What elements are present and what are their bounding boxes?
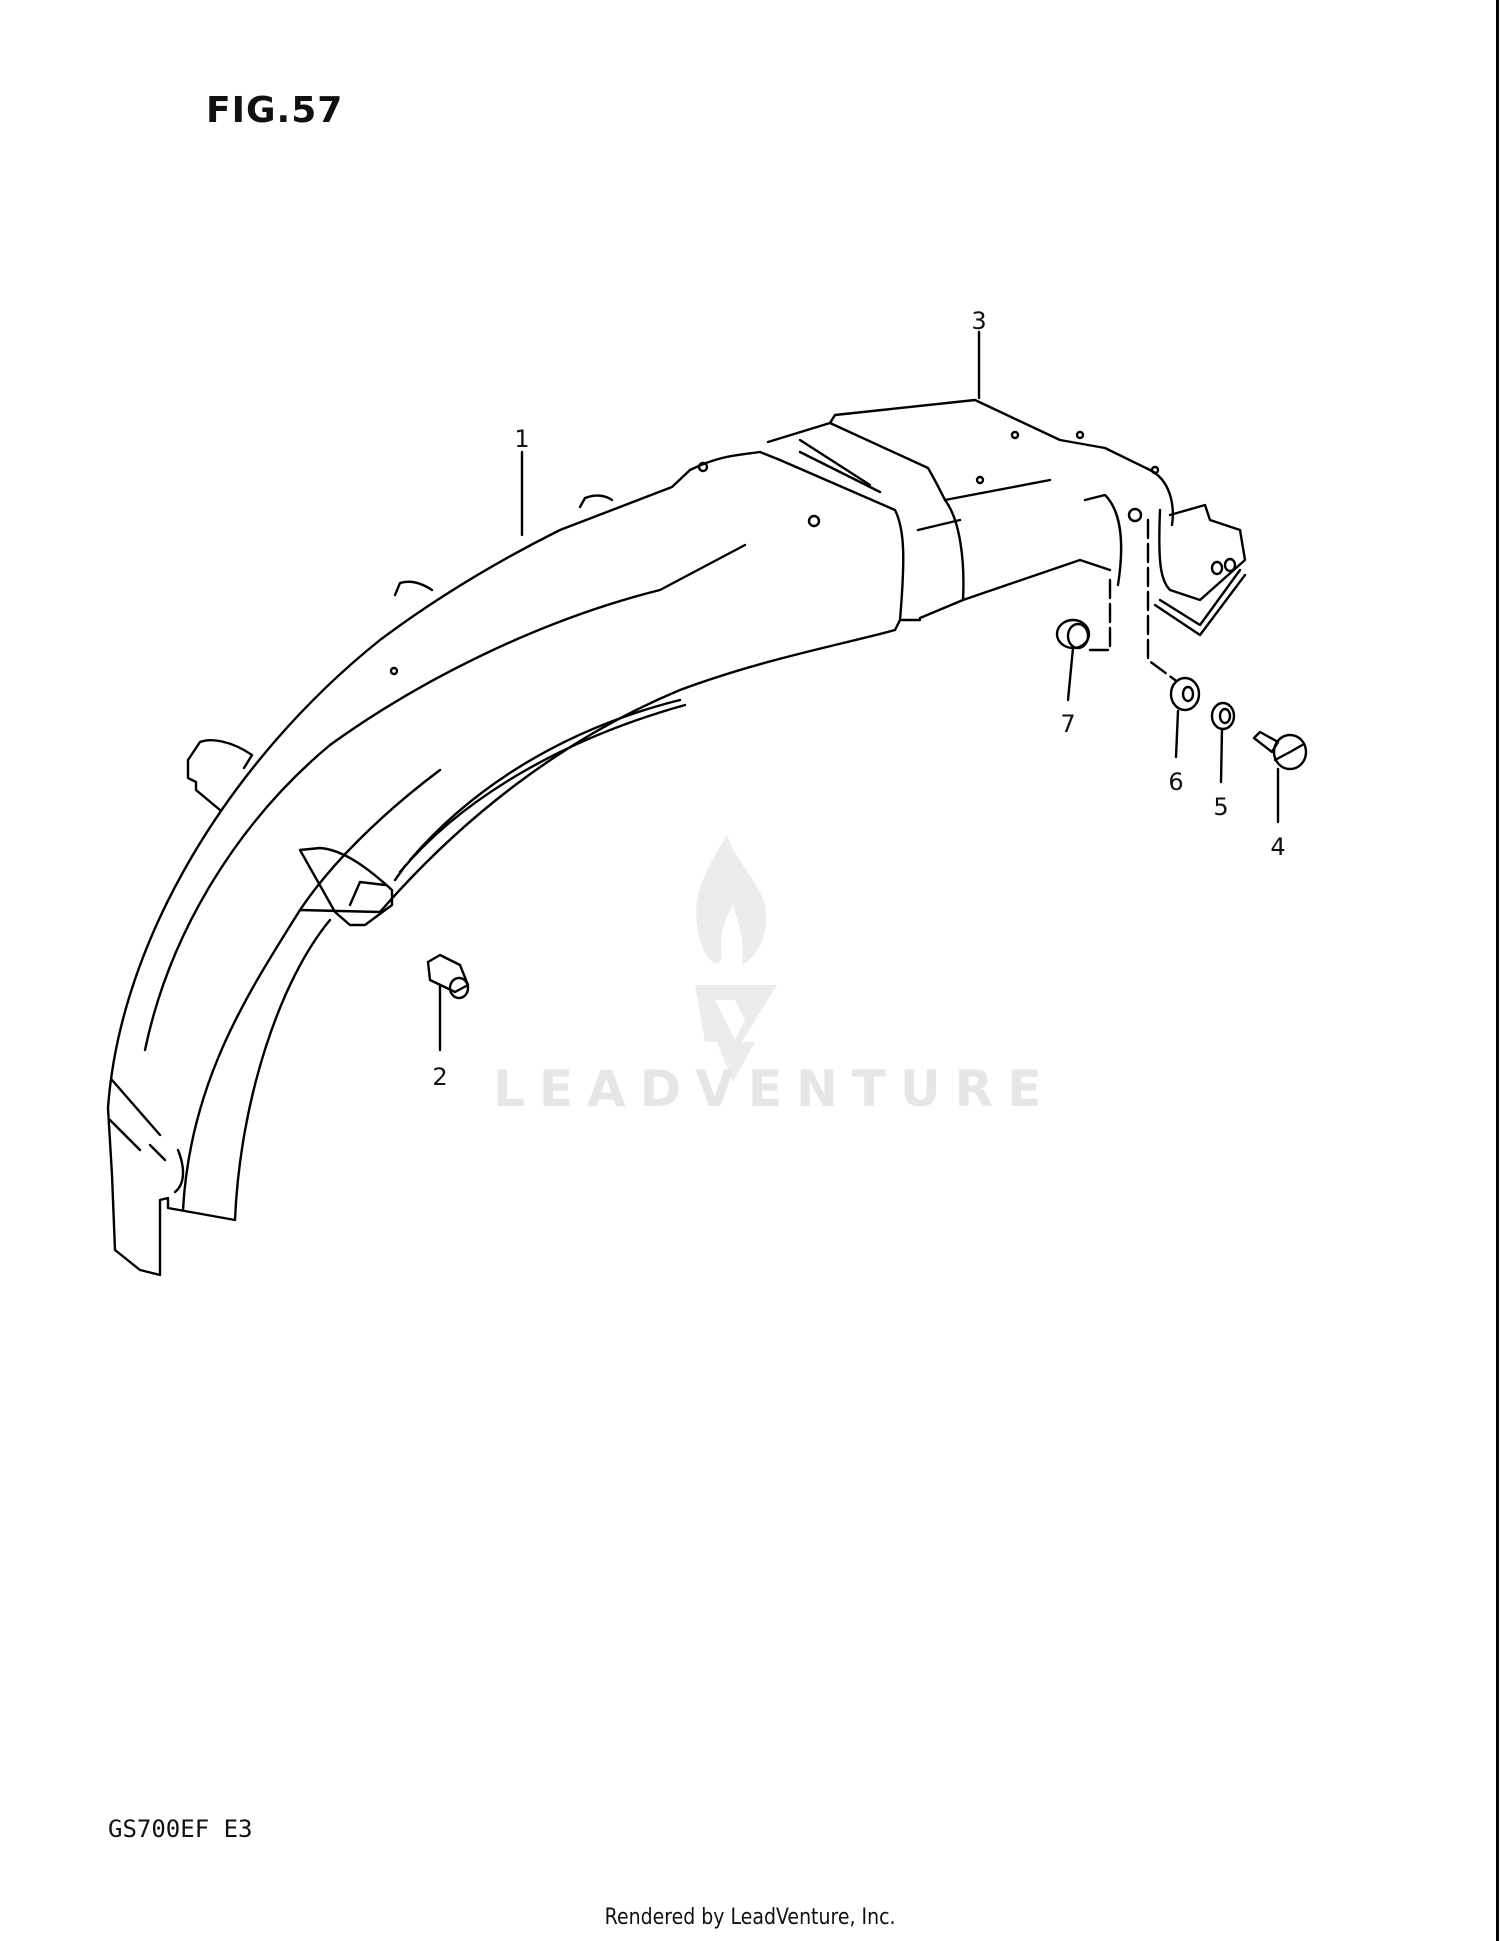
lock-washer-part-5[interactable] xyxy=(1210,701,1236,784)
washer-part-6[interactable] xyxy=(1169,676,1201,759)
spacer-part-2[interactable] xyxy=(426,953,470,1052)
callout-1[interactable]: 1 xyxy=(514,425,530,453)
footer-credit: Rendered by LeadVenture, Inc. xyxy=(0,1905,1500,1930)
footer-text: Rendered by LeadVenture, Inc. xyxy=(604,1905,896,1930)
callout-6[interactable]: 6 xyxy=(1168,768,1184,796)
tail-section-part-3[interactable] xyxy=(766,398,1247,682)
watermark-text: LEADVENTURE xyxy=(493,1060,1056,1118)
model-code: GS700EF E3 xyxy=(108,1815,253,1843)
bolt-part-4[interactable] xyxy=(1252,730,1308,824)
callout-5[interactable]: 5 xyxy=(1213,793,1229,821)
page-border-right xyxy=(1496,0,1499,1941)
callout-7[interactable]: 7 xyxy=(1060,710,1076,738)
figure-title: FIG.57 xyxy=(206,90,344,131)
callout-3[interactable]: 3 xyxy=(971,307,987,335)
leadventure-logo-watermark xyxy=(695,835,777,1082)
callout-4[interactable]: 4 xyxy=(1270,833,1286,861)
rear-fender-part-1[interactable] xyxy=(106,450,902,1277)
nut-part-7[interactable] xyxy=(1055,618,1091,702)
callout-2[interactable]: 2 xyxy=(432,1063,448,1091)
